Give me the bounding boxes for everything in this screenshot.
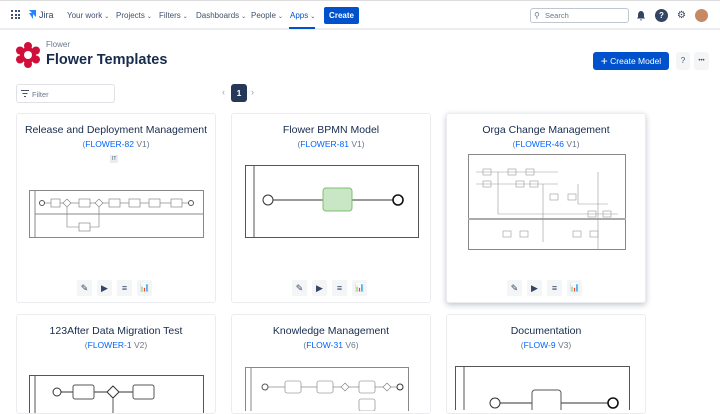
card-actions: ✎ ▶ ≡ 📊: [77, 280, 152, 296]
card-title: Flower BPMN Model: [232, 124, 430, 136]
help-icon[interactable]: ?: [655, 9, 668, 22]
list-icon[interactable]: ≡: [117, 280, 132, 296]
help-button[interactable]: ?: [676, 52, 690, 70]
card-key-link[interactable]: FLOW-31: [306, 340, 343, 350]
card-actions: ✎ ▶ ≡ 📊: [292, 280, 367, 296]
app-switcher-icon[interactable]: [11, 10, 20, 19]
template-card[interactable]: Flower BPMN Model (FLOWER-81 V1) ✎ ▶ ≡ 📊: [231, 113, 431, 303]
prev-page-icon[interactable]: ‹: [222, 87, 225, 97]
play-icon[interactable]: ▶: [527, 280, 542, 296]
page-title: Flower Templates: [46, 52, 167, 68]
card-version: V1: [351, 139, 361, 149]
filter-icon: [21, 90, 29, 97]
page-1-button[interactable]: 1: [231, 84, 247, 102]
filter-placeholder: Filter: [32, 90, 49, 99]
user-avatar[interactable]: [695, 9, 708, 22]
card-actions: ✎ ▶ ≡ 📊: [507, 280, 582, 296]
nav-apps[interactable]: Apps⌄: [290, 11, 315, 20]
card-key: (FLOWER-1 V2): [17, 340, 215, 350]
create-model-button[interactable]: + Create Model: [593, 52, 669, 70]
nav-label: People: [251, 11, 276, 20]
create-model-label: Create Model: [610, 56, 661, 66]
template-card[interactable]: Orga Change Management (FLOWER-46 V1) ✎ ▶ ≡…: [446, 113, 646, 303]
bpmn-diagram-preview: [455, 366, 630, 410]
card-key-link[interactable]: FLOWER-81: [300, 139, 349, 149]
breadcrumb[interactable]: Flower: [46, 40, 70, 49]
nav-projects[interactable]: Projects⌄: [116, 11, 152, 20]
card-key-link[interactable]: FLOW-9: [524, 340, 556, 350]
card-version: V1: [566, 139, 576, 149]
nav-label: Your work: [67, 11, 102, 20]
chevron-down-icon: ⌄: [310, 14, 315, 20]
bpmn-diagram-preview: [245, 367, 409, 411]
settings-gear-icon[interactable]: ⚙: [675, 9, 688, 22]
card-key-link[interactable]: FLOWER-1: [88, 340, 132, 350]
plus-icon: +: [601, 54, 608, 68]
card-title: Orga Change Management: [447, 124, 645, 136]
play-icon[interactable]: ▶: [97, 280, 112, 296]
card-title: Release and Deployment Management: [17, 124, 215, 136]
play-icon[interactable]: ▶: [312, 280, 327, 296]
chevron-down-icon: ⌄: [104, 14, 109, 20]
create-button[interactable]: Create: [324, 7, 359, 24]
card-key-link[interactable]: FLOWER-46: [515, 139, 564, 149]
pencil-icon[interactable]: ✎: [77, 280, 92, 296]
bpmn-diagram-preview: [468, 154, 626, 250]
chevron-down-icon: ⌄: [241, 14, 246, 20]
nav-label: Apps: [290, 11, 308, 20]
bpmn-diagram-preview: [245, 165, 419, 238]
template-card[interactable]: 123After Data Migration Test (FLOWER-1 V…: [16, 314, 216, 414]
card-key: (FLOW-31 V6): [232, 340, 430, 350]
card-key: (FLOW-9 V3): [447, 340, 645, 350]
list-icon[interactable]: ≡: [332, 280, 347, 296]
card-title: Documentation: [447, 325, 645, 337]
top-nav: Jira Your work⌄ Projects⌄ Filters⌄ Dashb…: [0, 0, 720, 30]
search-input[interactable]: ⚲Search: [530, 8, 629, 23]
search-icon: ⚲: [534, 9, 543, 22]
template-card[interactable]: Knowledge Management (FLOW-31 V6): [231, 314, 431, 414]
search-placeholder: Search: [545, 11, 569, 20]
nav-people[interactable]: People⌄: [251, 11, 283, 20]
card-key: (FLOWER-46 V1): [447, 139, 645, 149]
nav-label: Projects: [116, 11, 145, 20]
chart-icon[interactable]: 📊: [137, 280, 152, 296]
active-tab-indicator: [289, 27, 315, 29]
template-card[interactable]: Documentation (FLOW-9 V3): [446, 314, 646, 414]
pencil-icon[interactable]: ✎: [292, 280, 307, 296]
card-key-link[interactable]: FLOWER-82: [85, 139, 134, 149]
nav-filters[interactable]: Filters⌄: [159, 11, 188, 20]
chart-icon[interactable]: 📊: [352, 280, 367, 296]
card-title: Knowledge Management: [232, 325, 430, 337]
card-version: V3: [558, 340, 568, 350]
card-version: V2: [134, 340, 144, 350]
chart-icon[interactable]: 📊: [567, 280, 582, 296]
bpmn-diagram-preview: [29, 190, 204, 238]
card-tag: IT: [110, 155, 118, 163]
template-card[interactable]: Release and Deployment Management (FLOWE…: [16, 113, 216, 303]
next-page-icon[interactable]: ›: [251, 87, 254, 97]
card-version: V1: [136, 139, 146, 149]
chevron-down-icon: ⌄: [183, 14, 188, 20]
more-actions-button[interactable]: •••: [694, 52, 709, 70]
card-key: (FLOWER-82 V1): [17, 139, 215, 149]
list-icon[interactable]: ≡: [547, 280, 562, 296]
bpmn-diagram-preview: [29, 375, 204, 414]
filter-input[interactable]: Filter: [16, 84, 115, 103]
nav-label: Filters: [159, 11, 181, 20]
nav-label: Dashboards: [196, 11, 239, 20]
nav-dashboards[interactable]: Dashboards⌄: [196, 11, 246, 20]
card-version: V6: [345, 340, 355, 350]
flower-logo-icon: [15, 42, 41, 68]
jira-logo-text[interactable]: Jira: [39, 10, 54, 20]
jira-logo-icon[interactable]: [28, 9, 37, 20]
chevron-down-icon: ⌄: [147, 14, 152, 20]
card-title: 123After Data Migration Test: [17, 325, 215, 337]
notifications-icon[interactable]: [636, 10, 646, 21]
card-key: (FLOWER-81 V1): [232, 139, 430, 149]
chevron-down-icon: ⌄: [278, 14, 283, 20]
nav-your-work[interactable]: Your work⌄: [67, 11, 109, 20]
pencil-icon[interactable]: ✎: [507, 280, 522, 296]
